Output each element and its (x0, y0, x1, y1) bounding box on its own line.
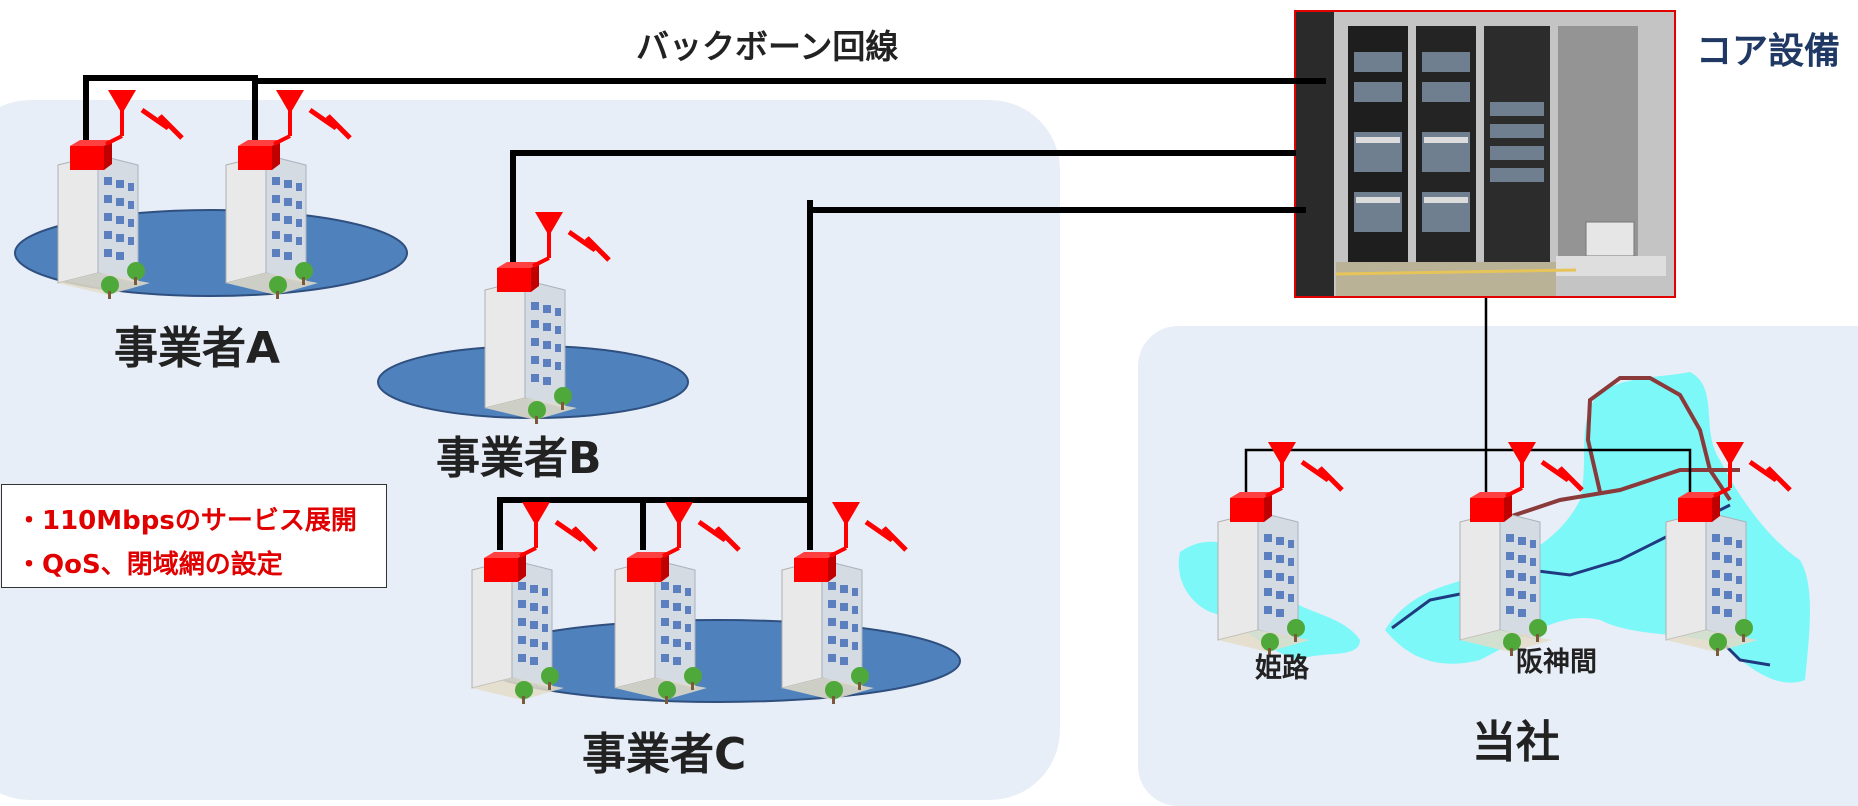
server-racks-image (1296, 12, 1674, 296)
core-equipment-label: コア設備 (1696, 31, 1841, 72)
backbone-lines (83, 75, 1326, 550)
company-label: 当社 (1472, 717, 1560, 768)
network-diagram-graphics (14, 75, 1810, 705)
service-notes-box: ・110Mbpsのサービス展開 ・QoS、閉域網の設定 (1, 484, 387, 588)
himeji-label: 姫路 (1255, 653, 1309, 684)
note-service: ・110Mbpsのサービス展開 (16, 506, 357, 536)
operator-c-label: 事業者C (582, 729, 747, 780)
operator-b-label: 事業者B (436, 433, 602, 484)
note-qos: ・QoS、閉域網の設定 (16, 550, 283, 580)
backbone-line-label: バックボーン回線 (636, 27, 899, 66)
operator-a-label: 事業者A (114, 323, 281, 374)
core-equipment-photo (1294, 10, 1676, 298)
company-links (1244, 298, 1692, 510)
hanshin-label: 阪神間 (1516, 647, 1597, 678)
